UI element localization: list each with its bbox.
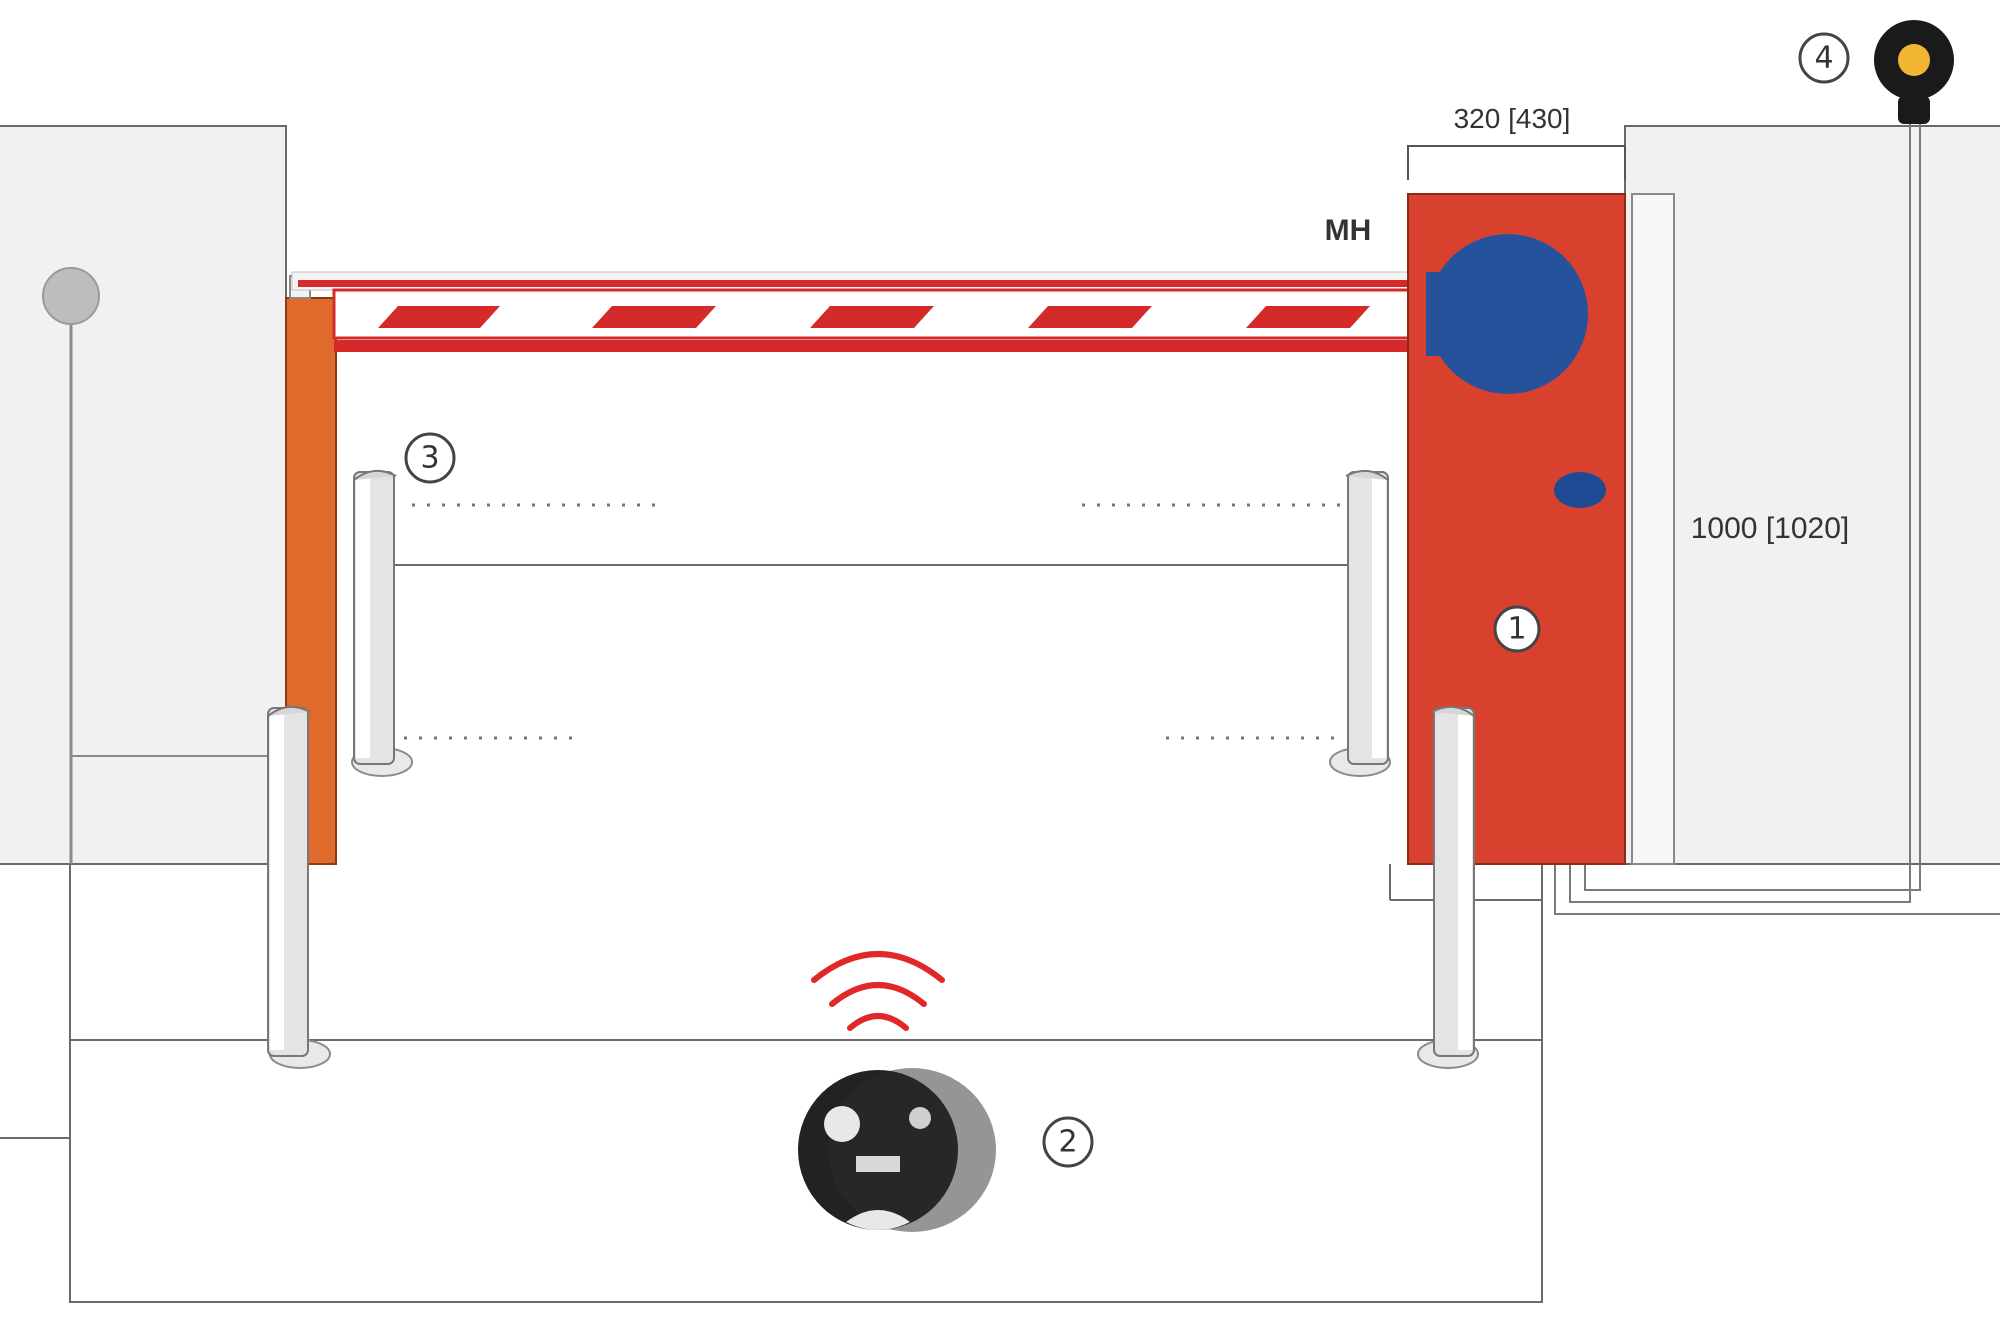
barrier-arm: [291, 271, 1434, 352]
photocell-post-right-outer: [1417, 705, 1479, 1069]
flashing-lamp-icon: [1874, 20, 1954, 124]
photocell-post-left-inner: [351, 469, 413, 777]
cabinet-height-label: 1000 [1020]: [1691, 512, 1849, 545]
callout-1: 1: [1493, 605, 1541, 653]
right-wall: [1624, 125, 2000, 865]
callout-2-label: 2: [1058, 1125, 1077, 1160]
cabinet-width-label: 320 [430]: [1454, 103, 1571, 134]
callout-3: 3: [404, 432, 456, 484]
photocell-post-right-inner: [1329, 469, 1391, 777]
callout-1-label: 1: [1507, 612, 1526, 647]
photocell-post-left-outer: [267, 705, 331, 1069]
key-lock: [1554, 472, 1606, 508]
wall-sensor: [42, 267, 100, 864]
photocell-beams: [404, 503, 1340, 740]
arm-height-label: MH: [1325, 214, 1372, 247]
callout-2: 2: [1042, 1116, 1094, 1168]
remote-control-icon: [798, 1068, 996, 1232]
callout-4-label: 4: [1814, 41, 1833, 76]
left-wall: [0, 125, 287, 865]
callout-4: 4: [1798, 32, 1850, 84]
arm-stripes: [378, 306, 1370, 328]
dimension-cabinet-width: 320 [430]: [1407, 103, 1626, 180]
callout-3-label: 3: [420, 441, 439, 476]
signal-waves-icon: [811, 951, 945, 1031]
